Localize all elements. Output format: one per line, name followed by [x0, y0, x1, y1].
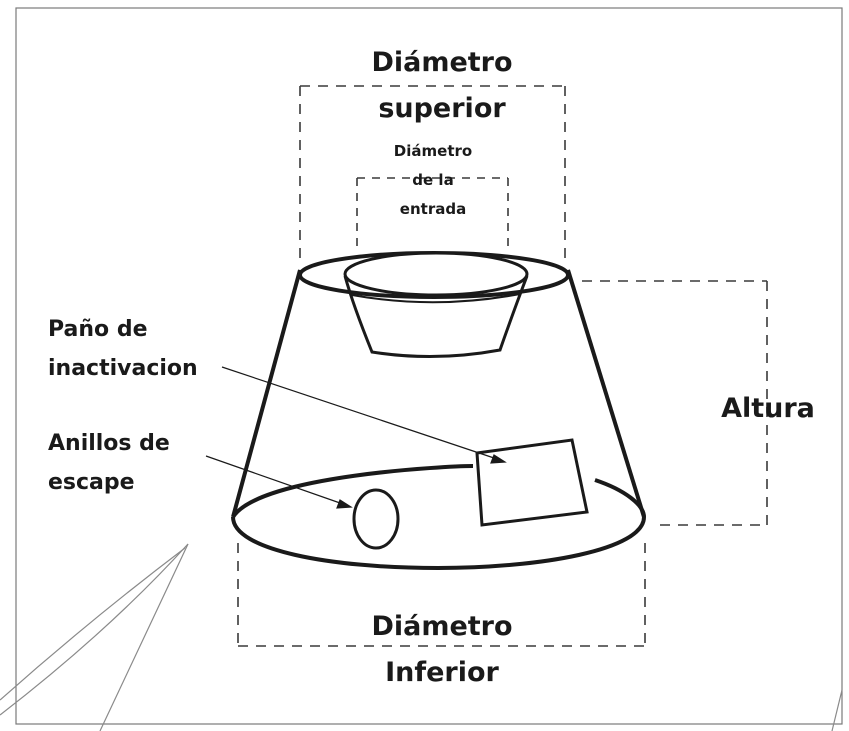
top-diameter-line-1: Diámetro: [371, 47, 513, 78]
bottom-diameter-dimension: [237, 543, 646, 647]
funnel-rim: [343, 251, 529, 297]
escape-rings-line-1: Anillos de: [48, 431, 170, 456]
inactivation-cloth: [475, 438, 589, 527]
trap-right-side: [566, 269, 646, 518]
escape-rings-label: Anillos de escape: [48, 424, 170, 502]
bottom-diameter-label: Diámetro Inferior: [352, 604, 532, 696]
escape-ring: [352, 488, 400, 550]
escape-rings-line-2: escape: [48, 470, 135, 495]
bottom-ring: [231, 464, 647, 571]
inactivation-cloth-line-2: inactivacion: [48, 356, 198, 381]
trap-body: [231, 251, 647, 571]
inactivation-cloth-line-1: Paño de: [48, 317, 148, 342]
funnel-cup: [343, 275, 529, 359]
top-diameter-dimension: [299, 85, 566, 262]
height-label: Altura: [721, 393, 815, 424]
entrance-diameter-label: Diámetro de la entrada: [368, 137, 498, 224]
callout-arrows: [205, 366, 507, 509]
entrance-diameter-line-1: Diámetro: [393, 142, 473, 160]
entrance-funnel: [343, 251, 529, 359]
funnel-inner-line: [351, 293, 521, 304]
trap-left-side: [231, 269, 302, 518]
bottom-diameter-line-1: Diámetro: [371, 611, 513, 642]
scan-artifact-lines: [0, 543, 843, 731]
ring-arrow-line: [205, 455, 341, 504]
top-diameter-line-2: superior: [378, 93, 506, 124]
entrance-diameter-line-2: de la: [412, 171, 454, 189]
figure-frame: [15, 7, 843, 725]
top-diameter-label: Diámetro superior: [352, 40, 532, 132]
ring-arrowhead: [336, 499, 353, 509]
bottom-diameter-line-2: Inferior: [385, 657, 499, 688]
cloth-arrow-line: [221, 366, 495, 459]
entrance-diameter-dimension: [356, 177, 509, 246]
entrance-diameter-line-3: entrada: [399, 200, 467, 218]
height-dimension: [582, 280, 768, 526]
inactivation-cloth-label: Paño de inactivacion: [48, 310, 198, 388]
cloth-arrowhead: [490, 454, 507, 464]
